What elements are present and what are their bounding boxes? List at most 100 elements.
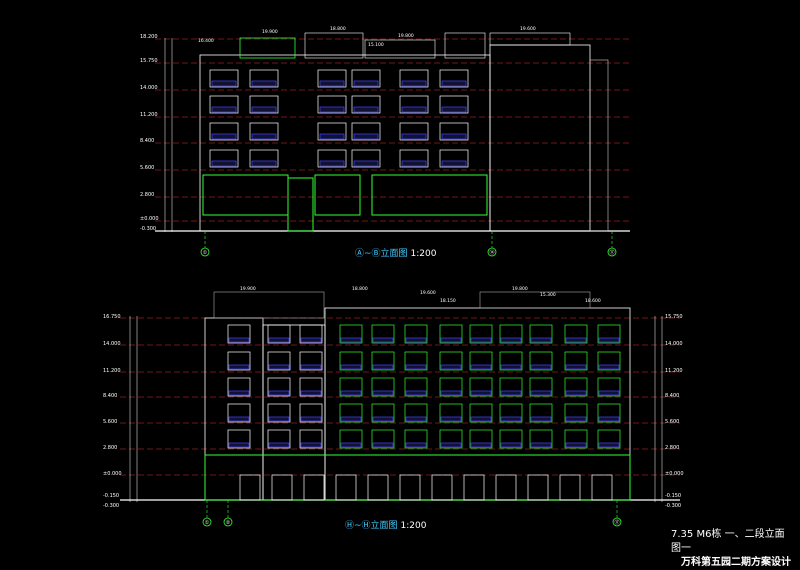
window (401, 106, 427, 113)
window (209, 69, 239, 88)
window (227, 377, 251, 397)
window (499, 351, 523, 371)
top-dimension: 18.800 (352, 286, 368, 292)
window (469, 351, 493, 371)
top-dimension: 19.600 (520, 26, 536, 32)
window (565, 337, 587, 343)
window (564, 351, 588, 371)
level-label: 5.600 (140, 165, 154, 171)
window (239, 474, 261, 501)
window (559, 474, 581, 501)
window (500, 390, 522, 396)
axis-tag-2: ⑭ (489, 249, 494, 256)
window (404, 324, 428, 344)
window (339, 429, 363, 449)
window (271, 474, 293, 501)
window (439, 377, 463, 397)
window (441, 106, 467, 113)
drawing-2-scale: 1:200 (400, 521, 427, 531)
window (401, 133, 427, 140)
window (227, 324, 251, 344)
window (299, 351, 323, 371)
window (340, 337, 362, 343)
window (251, 106, 277, 113)
window (565, 364, 587, 370)
window (300, 364, 322, 370)
axis-tag-3: ⑰ (609, 249, 614, 256)
window (300, 416, 322, 422)
window (211, 133, 237, 140)
window (404, 351, 428, 371)
window (597, 351, 621, 371)
axis-tag-3: ⑰ (614, 519, 619, 526)
window (470, 416, 492, 422)
window (404, 429, 428, 449)
top-dimension: 15.100 (368, 42, 384, 48)
window (299, 324, 323, 344)
level-label: -0.150 (103, 493, 119, 499)
level-label: 15.750 (140, 58, 158, 64)
level-label: -0.150 (665, 493, 681, 499)
window (319, 133, 345, 140)
window (598, 390, 620, 396)
window (267, 403, 291, 423)
top-dimension: 18.800 (330, 26, 346, 32)
window (267, 351, 291, 371)
window (371, 324, 395, 344)
level-label: -0.300 (665, 503, 681, 509)
window (598, 442, 620, 448)
window (353, 133, 379, 140)
window (267, 377, 291, 397)
window (372, 390, 394, 396)
drawing-1-scale: 1:200 (410, 249, 437, 259)
top-dimension: 18.600 (585, 298, 601, 304)
caption-line-1: 7.35 M6栋 一、二段立面图一 (671, 529, 785, 554)
window (439, 403, 463, 423)
window (251, 160, 277, 167)
window (371, 351, 395, 371)
window (439, 429, 463, 449)
window (399, 474, 421, 501)
top-dimension: 19.600 (420, 290, 436, 296)
window (209, 122, 239, 141)
window (211, 160, 237, 167)
window (268, 364, 290, 370)
level-label: 16.750 (103, 314, 121, 320)
window (268, 416, 290, 422)
window (227, 403, 251, 423)
window (440, 442, 462, 448)
window (597, 324, 621, 344)
window (399, 69, 429, 88)
window (351, 149, 381, 168)
level-label: 8.400 (140, 138, 154, 144)
window (463, 474, 485, 501)
window (598, 364, 620, 370)
window (268, 337, 290, 343)
window (565, 416, 587, 422)
window (405, 416, 427, 422)
window (470, 442, 492, 448)
window (499, 324, 523, 344)
caption-line-2: 万科第五园二期方案设计 (681, 557, 791, 568)
window (319, 80, 345, 87)
window (303, 474, 325, 501)
window (529, 324, 553, 344)
window (351, 95, 381, 114)
window (470, 364, 492, 370)
top-dimension: 15.300 (540, 292, 556, 298)
window (530, 364, 552, 370)
level-label: -0.300 (103, 503, 119, 509)
window (211, 80, 237, 87)
window (317, 95, 347, 114)
level-label: 2.800 (103, 445, 117, 451)
window (340, 390, 362, 396)
window (335, 474, 357, 501)
window (249, 122, 279, 141)
window (267, 324, 291, 344)
window (367, 474, 389, 501)
window (228, 364, 250, 370)
window (439, 69, 469, 88)
window (564, 403, 588, 423)
window (405, 390, 427, 396)
